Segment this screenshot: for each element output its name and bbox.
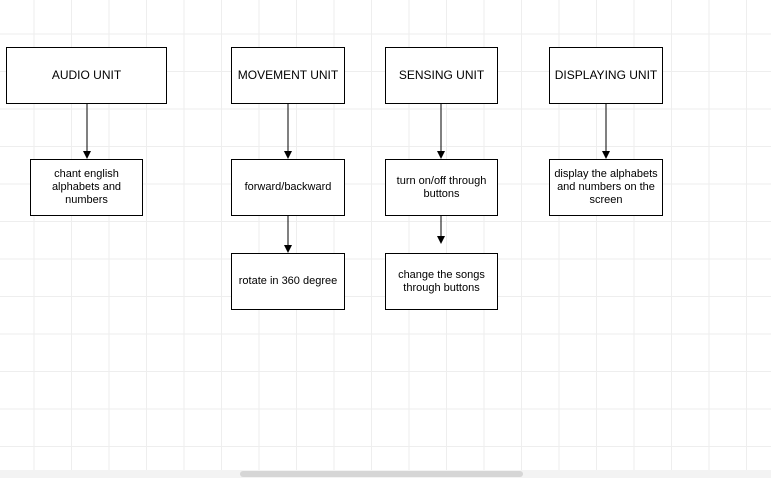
displaying-action-label: display the alphabets and numbers on the… <box>554 168 658 206</box>
movement-unit-label: MOVEMENT UNIT <box>237 68 339 82</box>
audio-action-label: chant english alphabets and numbers <box>51 168 122 206</box>
displaying-unit-label: DISPLAYING UNIT <box>554 68 658 82</box>
displaying-unit-node[interactable]: DISPLAYING UNIT <box>549 47 663 104</box>
arrowhead-sensing-action-1-to-2 <box>437 236 445 244</box>
arrowhead-audio-to-action <box>83 151 91 159</box>
sensing-action-1-node[interactable]: turn on/off through buttons <box>385 159 498 216</box>
movement-action-1-label: forward/backward <box>244 181 332 193</box>
sensing-action-1-label: turn on/off through buttons <box>396 174 487 200</box>
audio-unit-label: AUDIO UNIT <box>51 68 122 82</box>
sensing-action-2-label: change the songs through buttons <box>398 268 485 294</box>
audio-unit-node[interactable]: AUDIO UNIT <box>6 47 167 104</box>
arrowhead-displaying-to-action <box>602 151 610 159</box>
sensing-action-2-node[interactable]: change the songs through buttons <box>385 253 498 310</box>
audio-action-node[interactable]: chant english alphabets and numbers <box>30 159 143 216</box>
movement-unit-node[interactable]: MOVEMENT UNIT <box>231 47 345 104</box>
movement-action-1-node[interactable]: forward/backward <box>231 159 345 216</box>
movement-action-2-label: rotate in 360 degree <box>238 275 338 287</box>
movement-action-2-node[interactable]: rotate in 360 degree <box>231 253 345 310</box>
horizontal-scrollbar-thumb[interactable] <box>240 471 523 477</box>
displaying-action-node[interactable]: display the alphabets and numbers on the… <box>549 159 663 216</box>
arrowhead-movement-to-action-1 <box>284 151 292 159</box>
arrowhead-sensing-to-action-1 <box>437 151 445 159</box>
arrowhead-movement-action-1-to-2 <box>284 245 292 253</box>
sensing-unit-label: SENSING UNIT <box>398 68 485 82</box>
sensing-unit-node[interactable]: SENSING UNIT <box>385 47 498 104</box>
